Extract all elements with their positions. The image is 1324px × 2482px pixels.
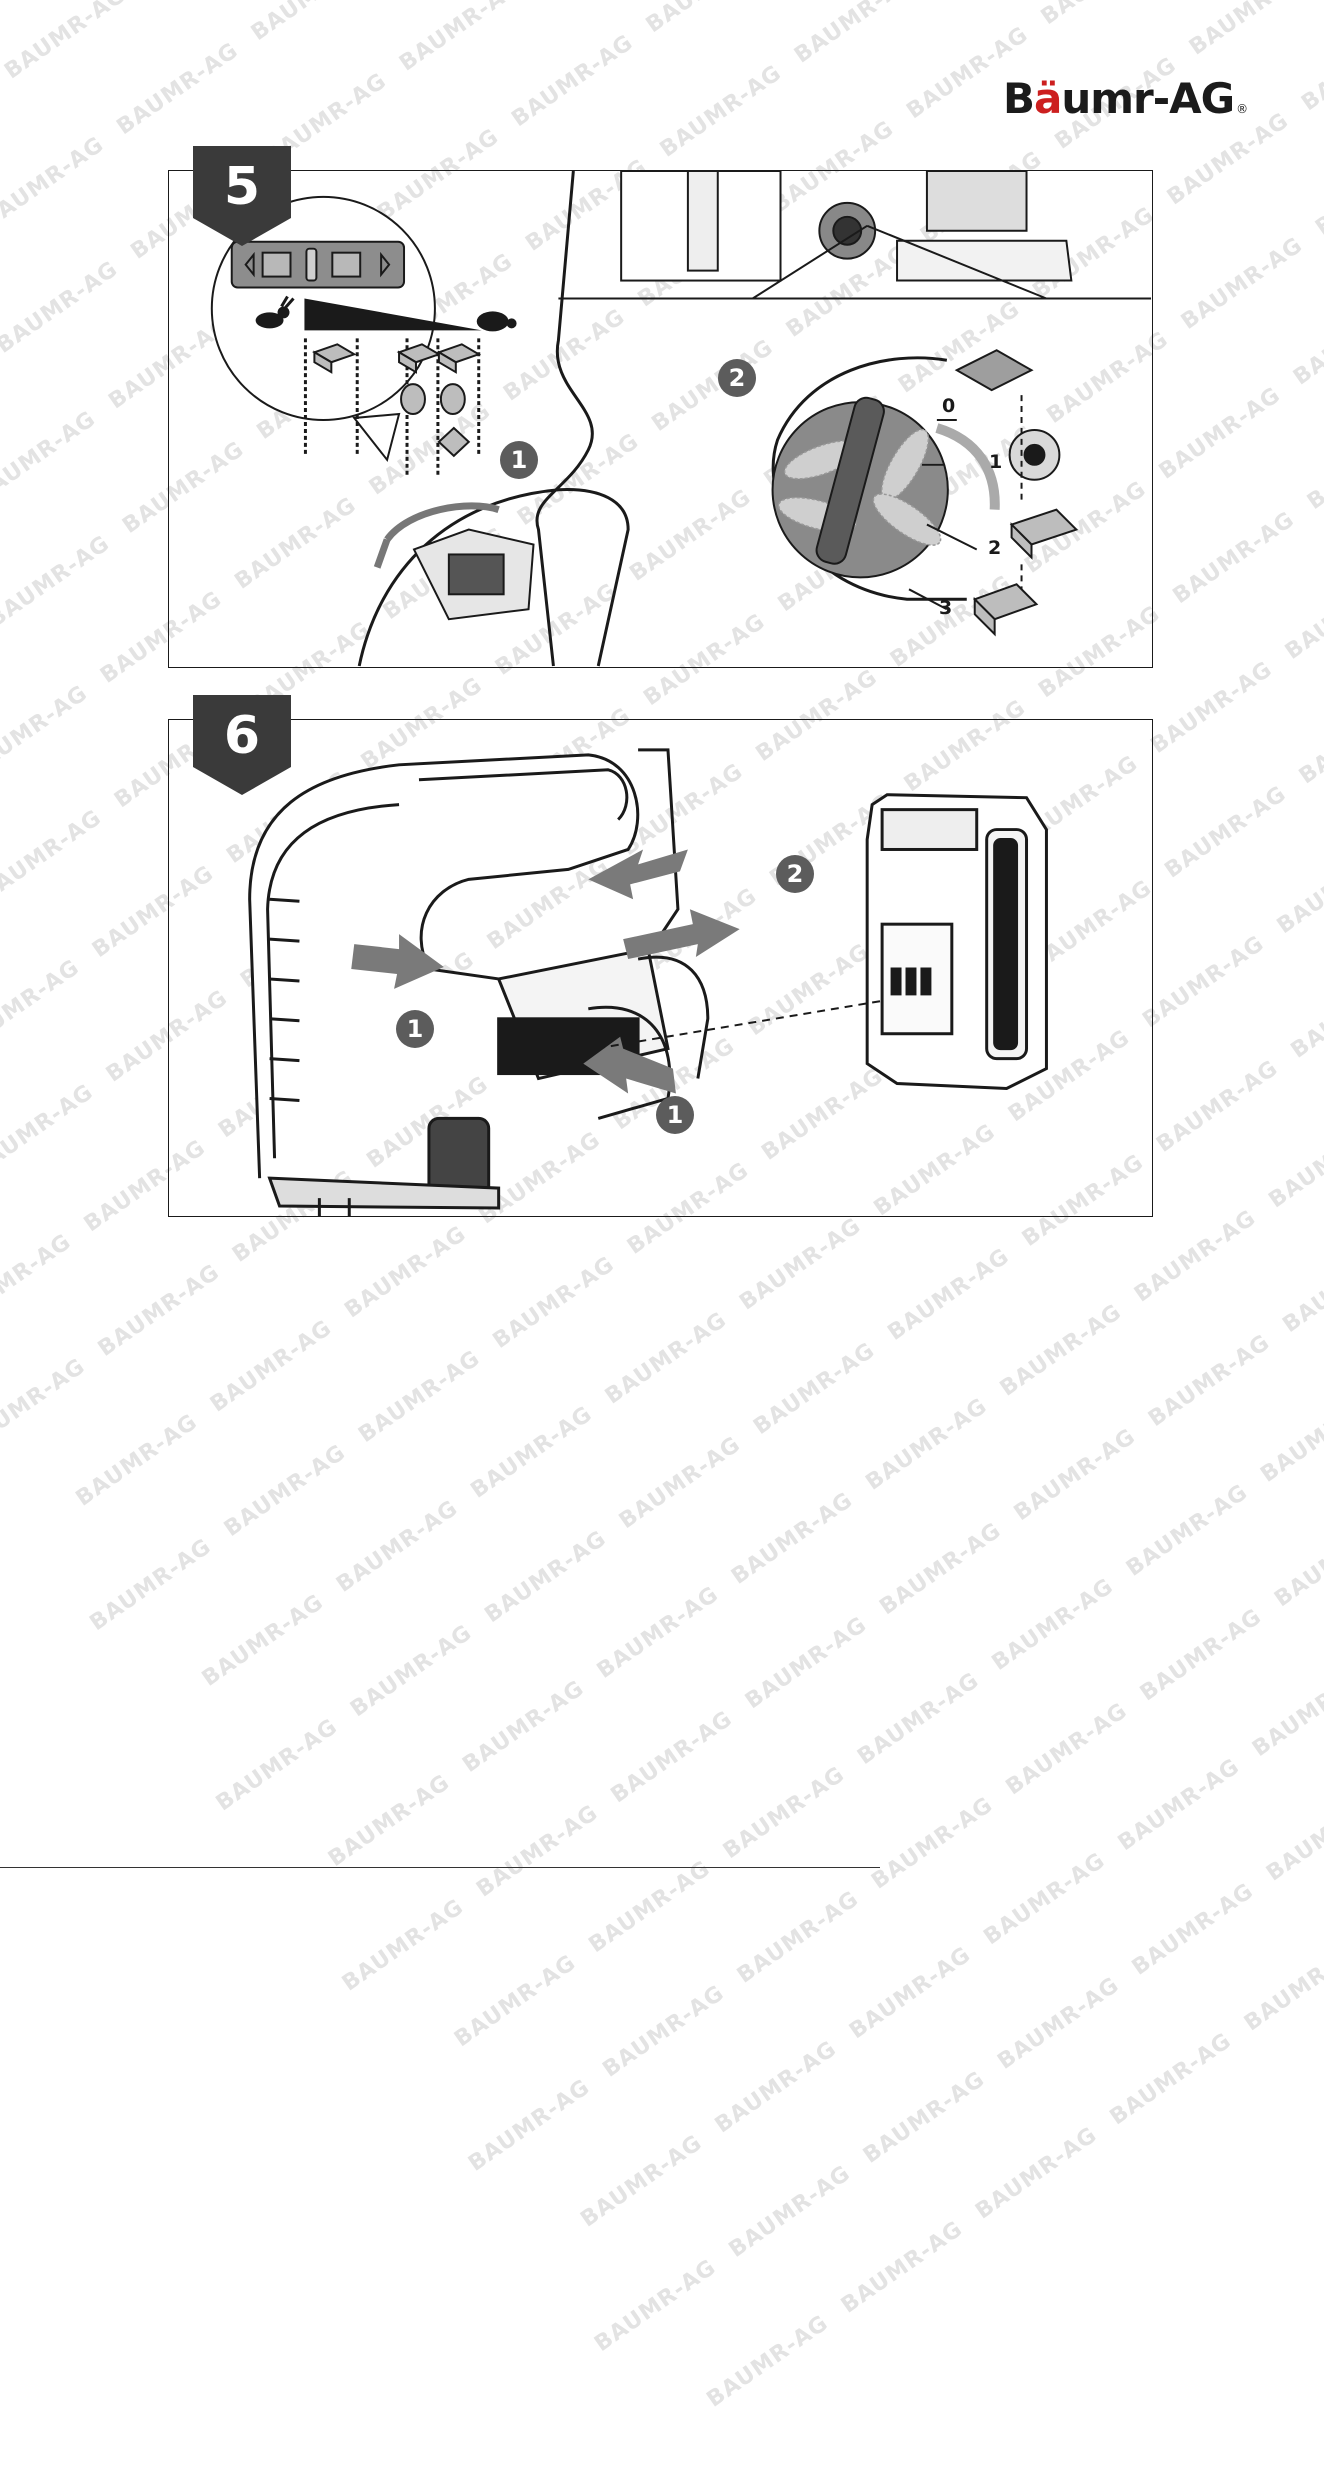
brand-logo-text: Bäumr-AG	[1003, 74, 1235, 123]
dial-position-0: 0	[942, 395, 956, 417]
jigsaw-icon	[248, 748, 710, 1216]
step-6-callout-1-left: 1	[396, 1010, 434, 1048]
brand-logo: Bäumr-AG®	[1003, 74, 1248, 123]
dial-position-2: 2	[988, 537, 1002, 559]
rabbit-icon	[255, 295, 295, 329]
step-6-callout-2: 2	[776, 855, 814, 893]
speed-wedge-icon	[304, 298, 482, 331]
step-6-callout-1-bottom: 1	[656, 1096, 694, 1134]
step-6-panel: 6 1 1 2	[168, 695, 1153, 1217]
speed-control-window	[230, 240, 406, 289]
dial-position-3: 3	[939, 597, 953, 619]
dial-position-1: 1	[989, 451, 1003, 473]
step-6-illustration	[248, 748, 1048, 1216]
step-5-panel: 5 1 2 0 1 2 3	[168, 146, 1153, 668]
step-5-illustration	[210, 171, 1152, 667]
step-5-callout-2: 2	[718, 359, 756, 397]
registered-mark: ®	[1236, 102, 1248, 116]
footer-rule	[0, 1867, 880, 1868]
turtle-icon	[476, 311, 517, 332]
arrow-icon	[351, 849, 740, 1094]
step-5-callout-1: 1	[500, 441, 538, 479]
battery-pack-icon	[865, 793, 1048, 1091]
